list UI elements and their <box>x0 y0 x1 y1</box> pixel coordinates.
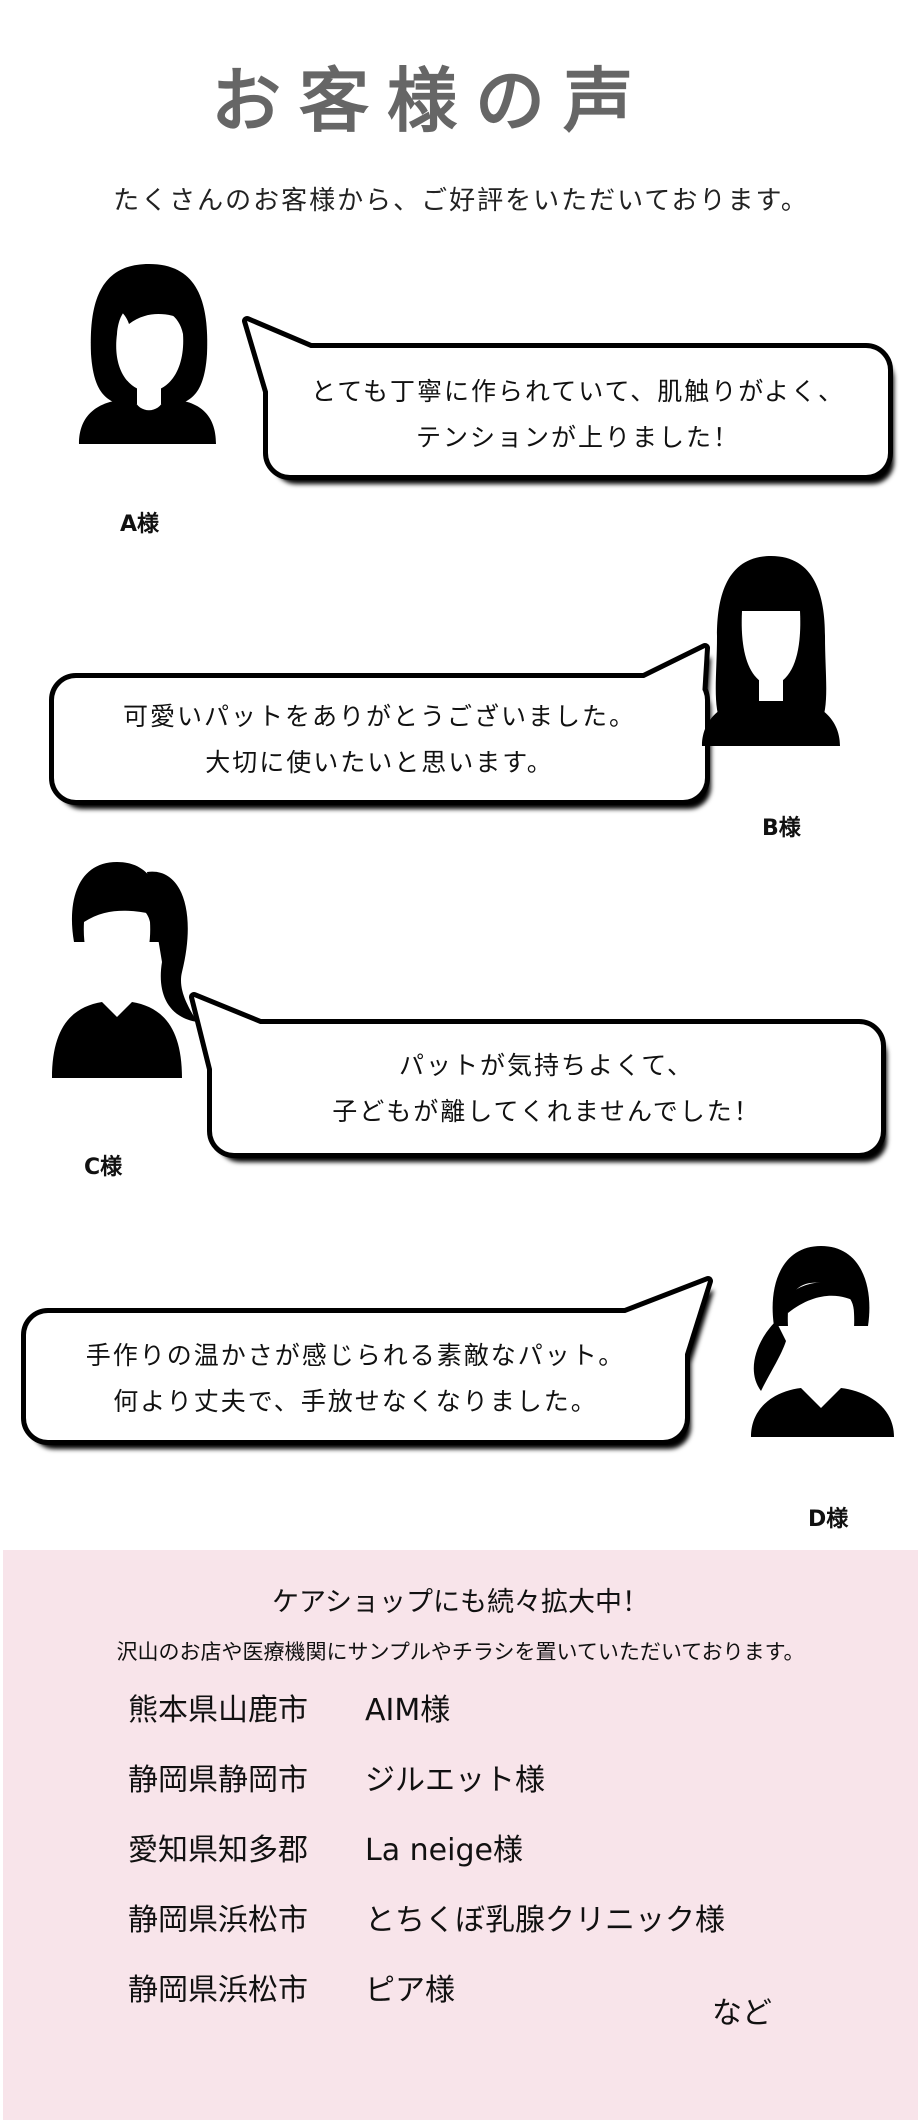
shop-name: La neige様 <box>365 1833 523 1868</box>
speech-bubble-a <box>242 316 894 484</box>
shop-prefecture: 静岡県浜松市 <box>128 1973 308 2008</box>
customer-name-d: D様 <box>808 1507 849 1532</box>
testimonial-line: 手作りの温かさが感じられる素敵なパット。 <box>85 1341 626 1370</box>
customer-name-b: B様 <box>762 816 801 841</box>
shop-name: とちくぼ乳腺クリニック様 <box>365 1903 725 1938</box>
shops-etc-note: など <box>712 1996 772 2031</box>
shop-name: AIM様 <box>365 1693 451 1728</box>
shop-list-item: 熊本県山鹿市 AIM様 <box>128 1685 450 1729</box>
customer-name-c: C様 <box>84 1155 123 1180</box>
shop-prefecture: 静岡県浜松市 <box>128 1903 308 1938</box>
shop-prefecture: 愛知県知多郡 <box>128 1833 308 1868</box>
shop-list-item: 静岡県浜松市 ピア様 <box>128 1965 455 2009</box>
testimonial-line: 子どもが離してくれませんでした！ <box>332 1097 761 1126</box>
care-shops-section: ケアショップにも続々拡大中！ 沢山のお店や医療機関にサンプルやチラシを置いていた… <box>3 1550 918 2120</box>
testimonial-line: 大切に使いたいと思います。 <box>205 748 554 777</box>
testimonial-line: テンションが上りました！ <box>415 423 740 452</box>
shop-list-item: 静岡県静岡市 ジルエット様 <box>128 1755 545 1799</box>
testimonial-line: 可愛いパットをありがとうございました。 <box>122 702 636 731</box>
testimonial-line: とても丁寧に作られていて、肌触りがよく、 <box>310 377 845 406</box>
shop-prefecture: 静岡県静岡市 <box>128 1763 308 1798</box>
shop-list-item: 愛知県知多郡 La neige様 <box>128 1825 523 1869</box>
testimonial-b-text: 可愛いパットをありがとうございました。 大切に使いたいと思います。 <box>54 694 705 786</box>
avatar-c-icon <box>52 862 197 1078</box>
avatar-a-icon <box>79 264 216 444</box>
shops-subheading: 沢山のお店や医療機関にサンプルやチラシを置いていただいております。 <box>116 1640 805 1664</box>
testimonial-line: 何より丈夫で、手放せなくなりました。 <box>113 1387 598 1416</box>
testimonial-line: パットが気持ちよくて、 <box>398 1051 694 1080</box>
testimonial-d-text: 手作りの温かさが感じられる素敵なパット。 何より丈夫で、手放せなくなりました。 <box>26 1333 685 1425</box>
shop-prefecture: 熊本県山鹿市 <box>128 1693 308 1728</box>
page-subtitle: たくさんのお客様から、ご好評をいただいております。 <box>113 186 809 216</box>
speech-bubble-d <box>21 1276 714 1449</box>
testimonial-c-text: パットが気持ちよくて、 子どもが離してくれませんでした！ <box>212 1043 881 1135</box>
shop-name: ピア様 <box>365 1973 455 2008</box>
speech-bubble-b <box>49 643 711 809</box>
shop-list-item: 静岡県浜松市 とちくぼ乳腺クリニック様 <box>128 1895 725 1939</box>
avatar-d-icon <box>751 1246 894 1437</box>
shop-name: ジルエット様 <box>365 1763 545 1798</box>
testimonial-a-text: とても丁寧に作られていて、肌触りがよく、 テンションが上りました！ <box>268 369 888 461</box>
customer-name-a: A様 <box>120 512 160 537</box>
shops-heading: ケアショップにも続々拡大中！ <box>272 1587 649 1618</box>
testimonial-graphics <box>21 264 894 1449</box>
speech-bubble-c <box>189 992 887 1162</box>
avatar-b-icon <box>702 556 840 746</box>
page-title: お客様の声 <box>211 60 651 142</box>
